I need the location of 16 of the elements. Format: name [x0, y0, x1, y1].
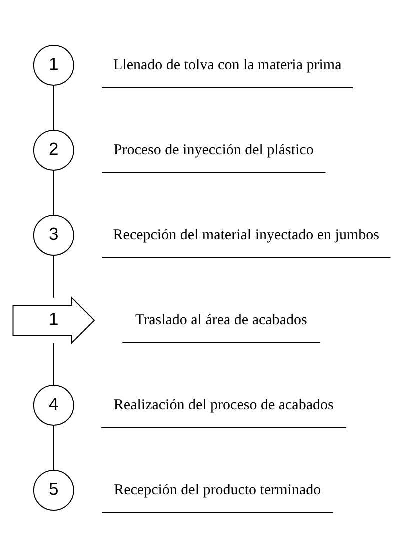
- connector: [53, 425, 54, 471]
- connector: [53, 170, 54, 216]
- connector: [53, 255, 54, 298]
- node-label: Llenado de tolva con la materia prima: [114, 57, 342, 74]
- node-circle: 1: [33, 45, 74, 86]
- node-label: Recepción del producto terminado: [114, 482, 322, 498]
- connector: [53, 85, 54, 131]
- node-circle: 4: [33, 385, 74, 426]
- node-circle: 5: [33, 470, 74, 511]
- node-label: Traslado al área de acabados: [135, 312, 308, 328]
- connector: [53, 342, 54, 386]
- node-label: Realización del proceso de acabados: [114, 397, 334, 414]
- node-label: Proceso de inyección del plástico: [114, 142, 314, 158]
- node-label: Recepción del material inyectado en jumbos: [113, 227, 380, 244]
- node-circle: 3: [33, 215, 74, 256]
- node-circle: 2: [33, 130, 74, 171]
